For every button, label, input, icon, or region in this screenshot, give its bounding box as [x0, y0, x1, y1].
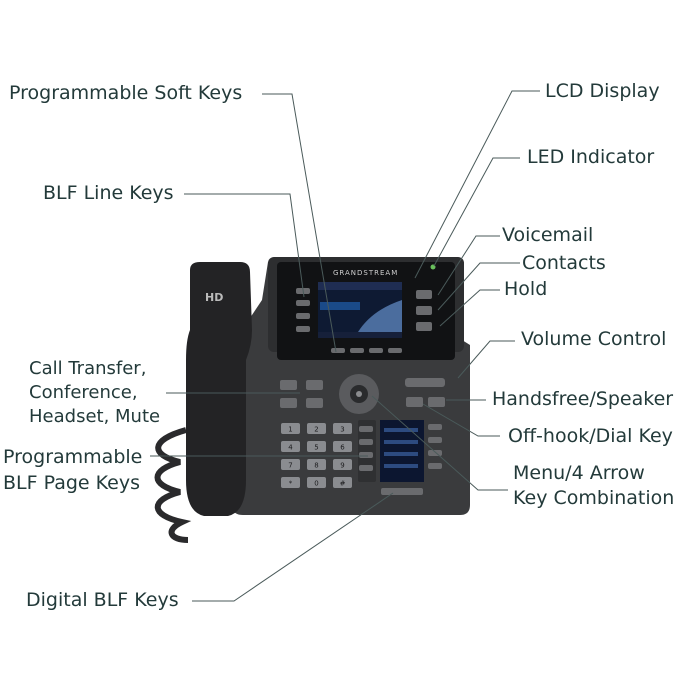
label-call-transfer-line3: Headset, Mute — [29, 406, 161, 427]
keypad-key-label: 2 — [314, 426, 318, 434]
keypad: 1 2 3 4 5 6 7 8 9 * 0 # — [281, 423, 352, 488]
label-page-keys-line2: BLF Page Keys — [3, 472, 140, 494]
label-handsfree-speaker: Handsfree/Speaker — [492, 388, 674, 410]
label-menu-line2: Key Combination — [513, 487, 675, 509]
keypad-key-label: * — [289, 480, 293, 488]
keypad-key — [307, 441, 326, 452]
label-digital-blf-keys: Digital BLF Keys — [26, 589, 179, 611]
keypad-key-label: 0 — [314, 480, 318, 488]
handset-cord — [154, 427, 192, 543]
leader-volume — [457, 340, 515, 379]
menu-key — [356, 391, 362, 397]
label-call-transfer-line1: Call Transfer, — [29, 358, 147, 379]
label-menu-line1: Menu/4 Arrow — [513, 462, 645, 484]
label-led-indicator: LED Indicator — [527, 146, 655, 168]
digital-blf-rows — [384, 428, 418, 468]
keypad-key — [281, 477, 300, 488]
function-keys-right — [416, 290, 432, 331]
keypad-key-label: 6 — [340, 444, 345, 452]
leader-voicemail — [437, 235, 500, 296]
handset-hd-mark: HD — [205, 291, 223, 304]
leader-lines — [150, 90, 540, 602]
keypad-key — [307, 423, 326, 434]
keypad-key — [333, 477, 352, 488]
blf-side-keys — [359, 424, 442, 471]
label-voicemail: Voicemail — [502, 224, 594, 246]
keypad-key-label: 7 — [288, 462, 292, 470]
label-offhook-dial-key: Off-hook/Dial Key — [508, 425, 673, 447]
leader-blf-line — [184, 193, 305, 298]
keypad-key — [307, 459, 326, 470]
lcd-highlight-row — [320, 302, 360, 310]
keypad-key-label: 1 — [288, 426, 292, 434]
digital-blf-bar — [381, 488, 423, 495]
keypad-key — [333, 441, 352, 452]
brand-logo: GRANDSTREAM — [333, 269, 398, 277]
label-programmable-soft-keys: Programmable Soft Keys — [9, 82, 243, 104]
keypad-key-label: 3 — [340, 426, 344, 434]
label-page-keys-line1: Programmable — [3, 446, 143, 468]
keypad-key-label: 9 — [340, 462, 344, 470]
leader-soft-keys — [262, 93, 337, 353]
leader-offhook — [422, 403, 500, 437]
soft-keys — [331, 348, 402, 353]
handset — [186, 262, 252, 516]
leader-lcd — [414, 90, 540, 279]
lcd-footer — [318, 332, 402, 338]
leader-contacts — [437, 262, 520, 311]
keypad-key — [281, 441, 300, 452]
keypad-key — [333, 423, 352, 434]
leader-digital-blf — [192, 492, 394, 602]
leader-hold — [439, 289, 500, 327]
keypad-key-label: # — [340, 480, 346, 488]
keypad-key — [307, 477, 326, 488]
call-function-keys — [280, 380, 323, 408]
keypad-key — [281, 423, 300, 434]
label-contacts: Contacts — [522, 252, 606, 274]
keypad-key-label: 8 — [314, 462, 318, 470]
volume-bar — [405, 378, 445, 387]
offhook-key — [406, 397, 423, 407]
keypad-key-label: 5 — [314, 444, 318, 452]
label-hold: Hold — [504, 278, 548, 300]
label-blf-line-keys: BLF Line Keys — [43, 182, 174, 204]
leader-led — [433, 157, 520, 267]
keypad-key — [281, 459, 300, 470]
label-lcd-display: LCD Display — [545, 80, 660, 102]
label-call-transfer-line2: Conference, — [29, 382, 138, 403]
lcd-header — [318, 282, 402, 290]
label-volume-control: Volume Control — [521, 328, 667, 350]
blf-line-keys — [296, 288, 310, 332]
keypad-key-label: 4 — [288, 444, 293, 452]
leader-menu — [371, 395, 508, 491]
lcd-wave — [358, 300, 402, 332]
handsfree-key — [428, 397, 445, 407]
keypad-key — [333, 459, 352, 470]
